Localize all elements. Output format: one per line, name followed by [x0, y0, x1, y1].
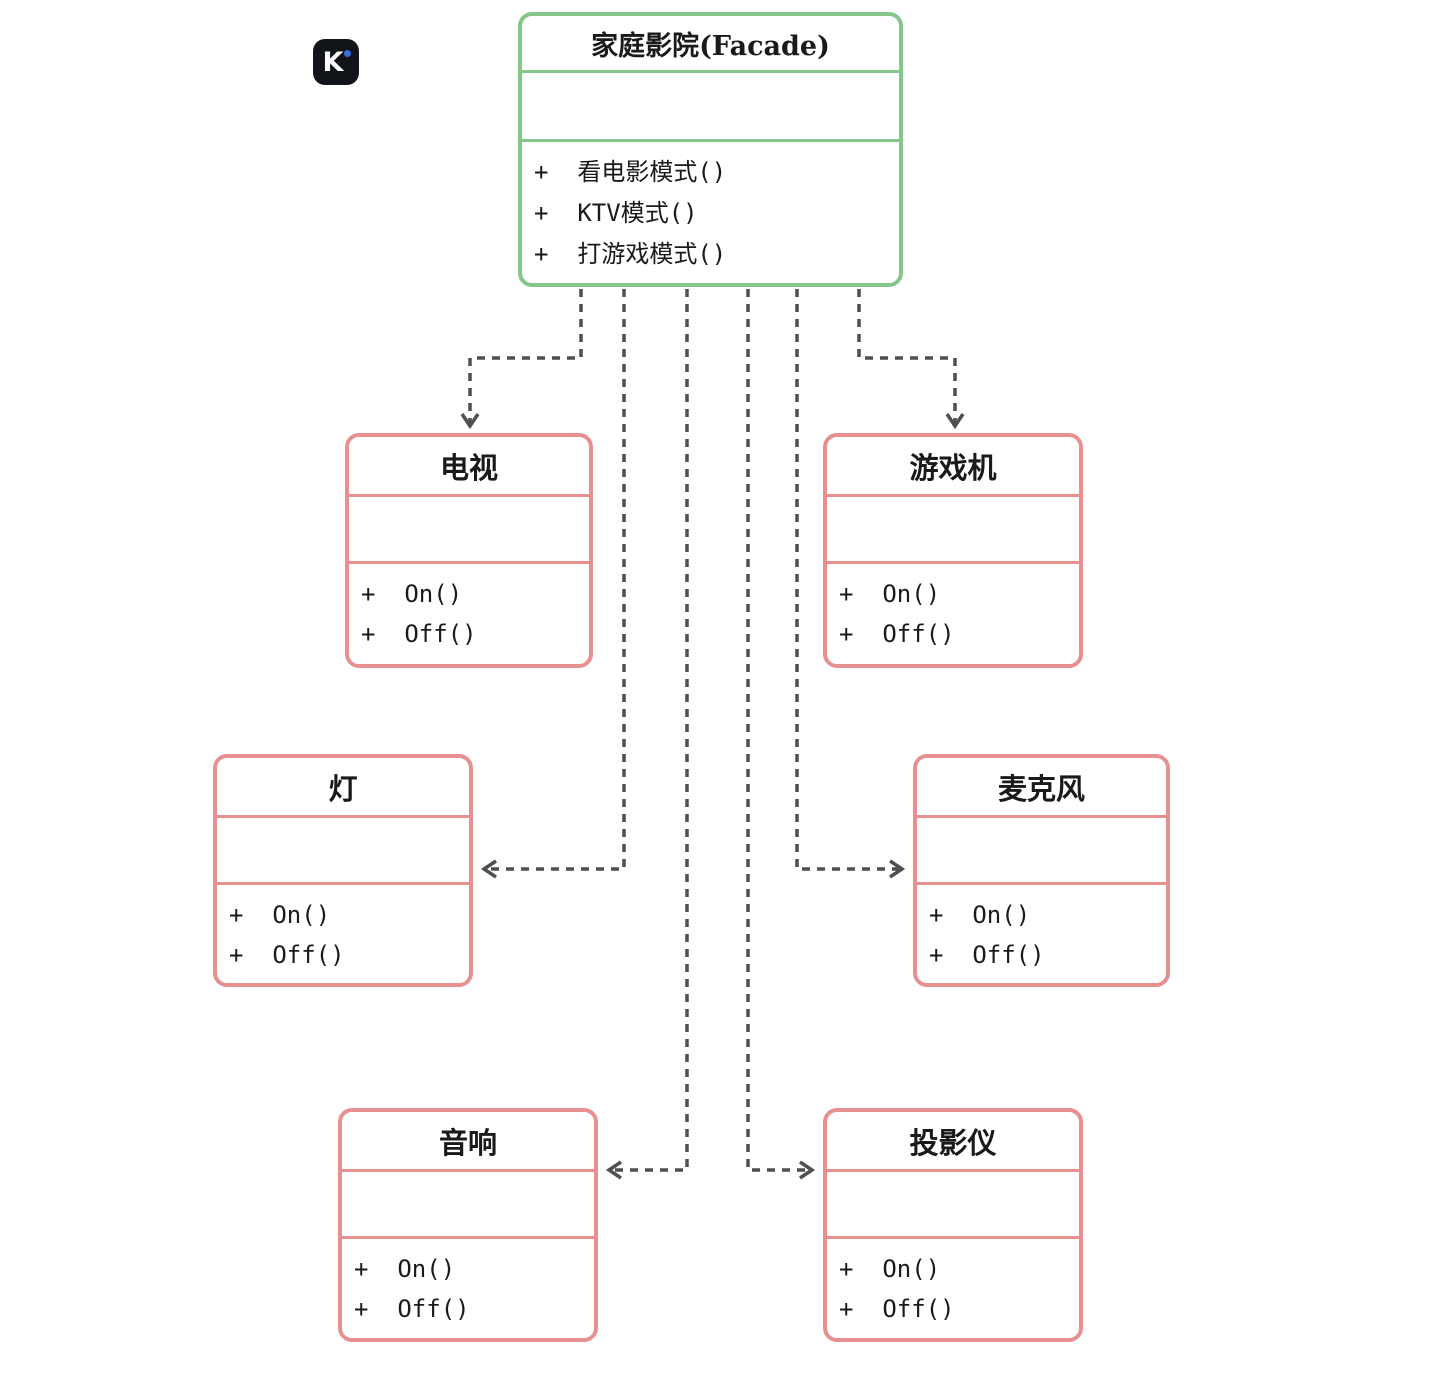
dependency-arrow-facade-to-game-console	[857, 289, 965, 430]
class-attributes-section	[342, 1172, 594, 1239]
class-methods-section: + On() + Off()	[827, 1239, 1079, 1338]
class-attributes-section	[827, 1172, 1079, 1239]
logo-letter: K	[322, 46, 344, 78]
dependency-arrow-facade-to-tv	[460, 289, 583, 430]
method-item: + On()	[839, 1255, 941, 1283]
class-title: 灯	[217, 758, 469, 818]
class-attributes-section	[917, 818, 1166, 885]
method-item: + KTV模式()	[534, 199, 698, 227]
class-methods-section: + On() + Off()	[342, 1239, 594, 1338]
class-title: 游戏机	[827, 437, 1079, 497]
kimi-logo: K	[313, 39, 359, 85]
class-box-game-console: 游戏机 + On() + Off()	[823, 433, 1083, 668]
method-item: + Off()	[839, 620, 955, 648]
class-methods-section: + On() + Off()	[349, 564, 589, 664]
method-item: + Off()	[839, 1295, 955, 1323]
class-attributes-section	[522, 73, 899, 142]
dependency-arrow-facade-to-projector	[746, 289, 816, 1180]
class-box-light: 灯 + On() + Off()	[213, 754, 473, 987]
class-box-facade: 家庭影院(Facade) + 看电影模式() + KTV模式() + 打游戏模式…	[518, 12, 903, 287]
method-item: + On()	[839, 580, 941, 608]
method-item: + On()	[929, 901, 1031, 929]
method-item: + On()	[229, 901, 331, 929]
logo-blue-dot-icon	[344, 50, 351, 57]
method-item: + Off()	[354, 1295, 470, 1323]
method-item: + On()	[354, 1255, 456, 1283]
method-item: + 打游戏模式()	[534, 240, 727, 268]
class-title: 麦克风	[917, 758, 1166, 818]
method-item: + On()	[361, 580, 463, 608]
method-item: + Off()	[929, 941, 1045, 969]
method-item: + Off()	[361, 620, 477, 648]
class-box-speaker: 音响 + On() + Off()	[338, 1108, 598, 1342]
class-attributes-section	[827, 497, 1079, 564]
class-title: 电视	[349, 437, 589, 497]
class-methods-section: + On() + Off()	[217, 885, 469, 983]
dependency-arrow-facade-to-speaker	[605, 289, 689, 1180]
class-box-tv: 电视 + On() + Off()	[345, 433, 593, 668]
method-item: + Off()	[229, 941, 345, 969]
class-methods-section: + 看电影模式() + KTV模式() + 打游戏模式()	[522, 142, 899, 283]
class-attributes-section	[217, 818, 469, 885]
class-box-projector: 投影仪 + On() + Off()	[823, 1108, 1083, 1342]
class-methods-section: + On() + Off()	[917, 885, 1166, 983]
class-title: 家庭影院(Facade)	[522, 16, 899, 73]
class-attributes-section	[349, 497, 589, 564]
class-methods-section: + On() + Off()	[827, 564, 1079, 664]
class-title: 投影仪	[827, 1112, 1079, 1172]
class-box-microphone: 麦克风 + On() + Off()	[913, 754, 1170, 987]
class-title: 音响	[342, 1112, 594, 1172]
method-item: + 看电影模式()	[534, 158, 727, 186]
